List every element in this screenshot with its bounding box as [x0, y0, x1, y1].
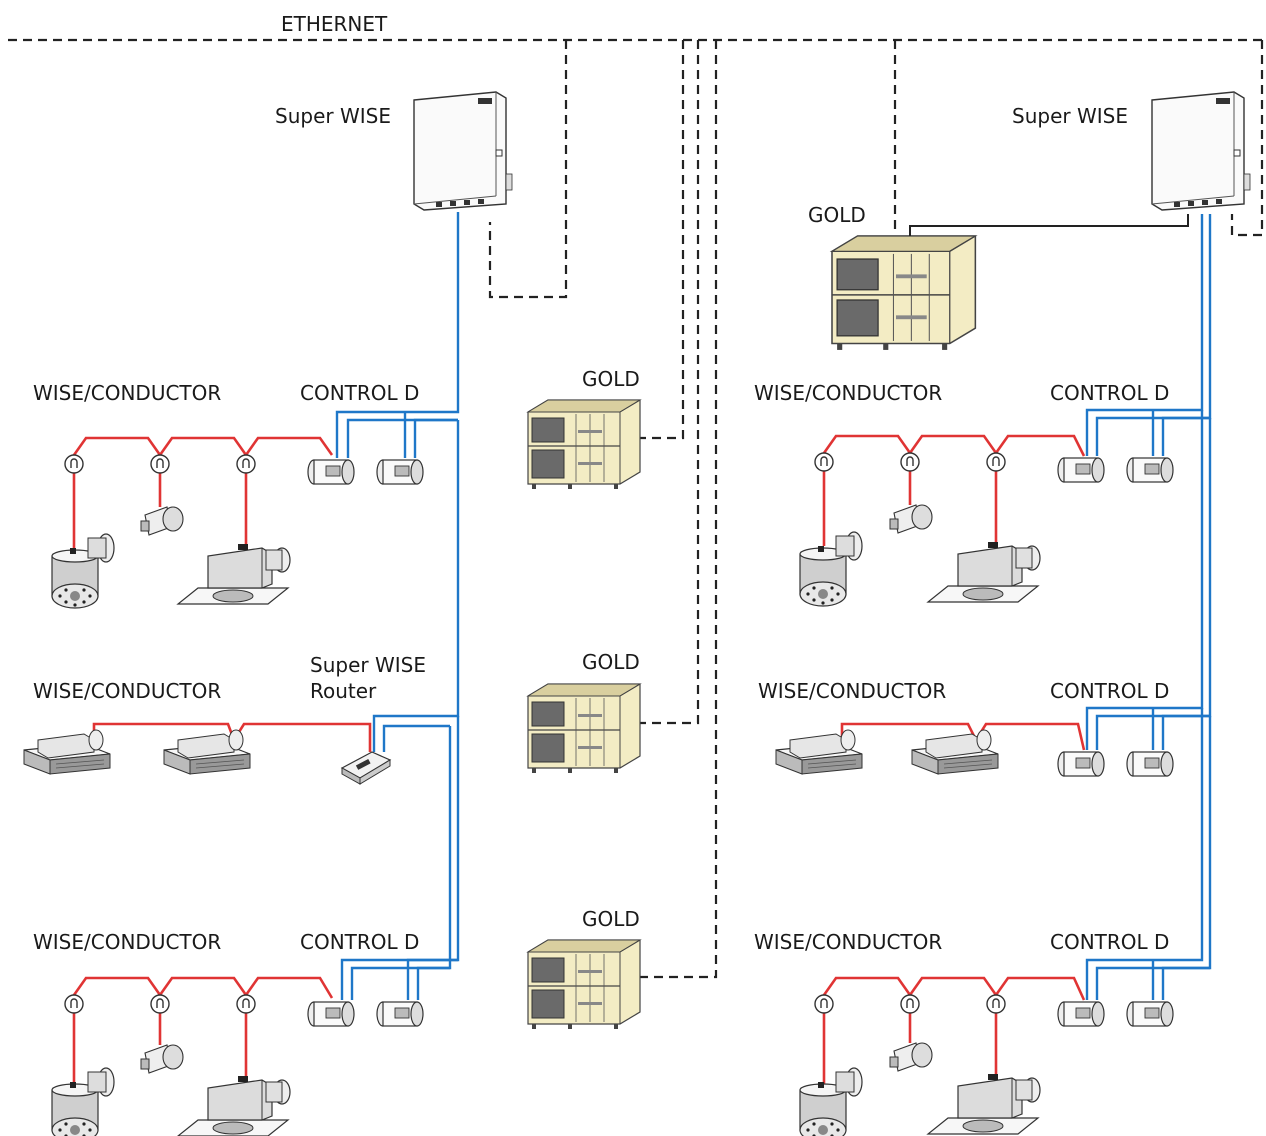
- gold-label: GOLD: [582, 650, 640, 674]
- ceiling-cassette-icon: [927, 541, 1041, 603]
- super-wise-label: Super WISE: [275, 104, 391, 128]
- damper-icon: [1057, 751, 1105, 777]
- spot-diffuser-icon: [889, 1042, 933, 1072]
- wise-conductor-label: WISE/CONDUCTOR: [33, 679, 221, 703]
- gold-air-handler-icon: [527, 683, 641, 774]
- ethernet-backbone: [8, 38, 1264, 979]
- room-unit-icon: [814, 994, 834, 1014]
- round-diffuser-icon: [51, 533, 115, 609]
- gold-label: GOLD: [582, 907, 640, 931]
- room-unit-icon: [900, 452, 920, 472]
- room-unit-icon: [150, 454, 170, 474]
- room-unit-icon: [64, 994, 84, 1014]
- damper-icon: [307, 459, 355, 485]
- conductor-bus: [72, 976, 334, 999]
- ethernet-label: ETHERNET: [281, 12, 388, 36]
- damper-icon: [376, 1001, 424, 1027]
- round-diffuser-icon: [799, 531, 863, 607]
- room-unit-icon: [150, 994, 170, 1014]
- left-system: Super WISE WISE/CONDUCTOR CONTROL D: [23, 91, 513, 1136]
- spot-diffuser-icon: [140, 1044, 184, 1074]
- gold-link: [909, 214, 1189, 236]
- control-d-label: CONTROL D: [1050, 679, 1169, 703]
- control-bus-right: [1085, 214, 1212, 1000]
- wise-conductor-label: WISE/CONDUCTOR: [758, 679, 946, 703]
- damper-icon: [376, 459, 424, 485]
- router-icon: [341, 751, 391, 785]
- box-unit-icon: [775, 729, 863, 775]
- super-wise-controller-icon: [413, 91, 513, 211]
- round-diffuser-icon: [799, 1067, 863, 1136]
- conductor-bus: [822, 434, 1086, 457]
- control-d-label: CONTROL D: [1050, 381, 1169, 405]
- spot-diffuser-icon: [889, 504, 933, 534]
- damper-icon: [1126, 751, 1174, 777]
- room-unit-icon: [986, 994, 1006, 1014]
- conductor-bus: [72, 436, 334, 458]
- wise-conductor-label: WISE/CONDUCTOR: [33, 930, 221, 954]
- gold-air-handler-icon: [831, 235, 977, 351]
- round-diffuser-icon: [51, 1067, 115, 1136]
- box-unit-icon: [23, 729, 111, 775]
- gold-air-handler-icon: [527, 399, 641, 490]
- damper-icon: [1057, 457, 1105, 483]
- box-unit-icon: [911, 729, 999, 775]
- damper-icon: [307, 1001, 355, 1027]
- ceiling-cassette-icon: [177, 1075, 291, 1136]
- conductor-bus: [822, 976, 1086, 1001]
- control-d-label: CONTROL D: [300, 930, 419, 954]
- router-label-line1: Super WISE: [310, 653, 426, 677]
- damper-icon: [1126, 457, 1174, 483]
- control-d-label: CONTROL D: [300, 381, 419, 405]
- room-unit-icon: [814, 452, 834, 472]
- room-unit-icon: [236, 454, 256, 474]
- wise-conductor-label: WISE/CONDUCTOR: [33, 381, 221, 405]
- router-label-line2: Router: [310, 679, 377, 703]
- super-wise-label: Super WISE: [1012, 104, 1128, 128]
- damper-icon: [1057, 1001, 1105, 1027]
- gold-label: GOLD: [808, 203, 866, 227]
- gold-label: GOLD: [582, 367, 640, 391]
- room-unit-icon: [900, 994, 920, 1014]
- super-wise-controller-icon: [1151, 91, 1251, 211]
- room-unit-icon: [236, 994, 256, 1014]
- wise-conductor-label: WISE/CONDUCTOR: [754, 930, 942, 954]
- control-d-label: CONTROL D: [1050, 930, 1169, 954]
- ceiling-cassette-icon: [177, 543, 291, 605]
- gold-units-middle: GOLD GOLD GOLD: [527, 367, 641, 1030]
- wise-conductor-label: WISE/CONDUCTOR: [754, 381, 942, 405]
- box-unit-icon: [163, 729, 251, 775]
- room-unit-icon: [986, 452, 1006, 472]
- room-unit-icon: [64, 454, 84, 474]
- ceiling-cassette-icon: [927, 1073, 1041, 1135]
- damper-icon: [1126, 1001, 1174, 1027]
- gold-air-handler-icon: [527, 939, 641, 1030]
- right-system: Super WISE GOLD WISE/CONDUCTOR CONTROL D: [754, 91, 1251, 1136]
- spot-diffuser-icon: [140, 506, 184, 536]
- control-bus-left: [335, 212, 460, 1000]
